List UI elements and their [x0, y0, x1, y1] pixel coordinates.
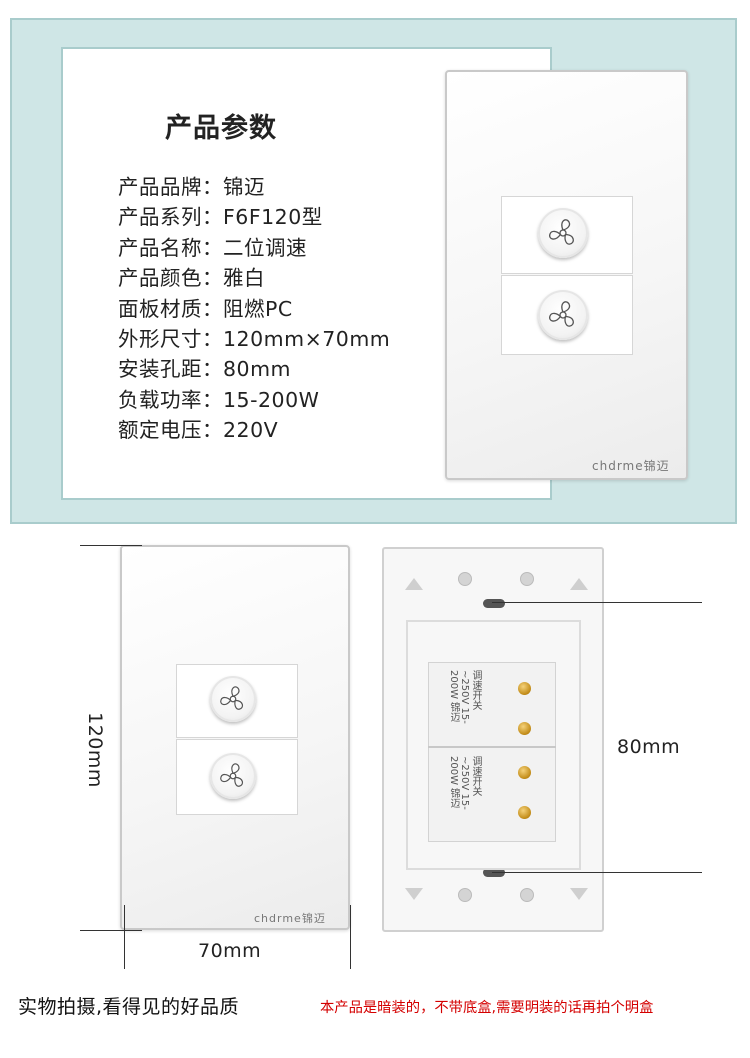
screw-slot-top — [483, 599, 505, 608]
height-dimension: 120mm — [83, 712, 106, 788]
dimmer-mechanism — [428, 662, 556, 842]
hole-spacing-dimension: 80mm — [617, 736, 681, 758]
brand-logo: chdrme锦迈 — [592, 459, 670, 473]
spec-list: 产品品牌：锦迈 产品系列：F6F120型 产品名称：二位调速 产品颜色：雅白 面… — [118, 172, 390, 446]
spec-brand: 产品品牌：锦迈 — [118, 175, 265, 199]
terminal-screw — [518, 806, 531, 819]
terminal-screw — [518, 682, 531, 695]
fan-icon — [538, 208, 588, 258]
spec-title: 产品参数 — [165, 113, 277, 144]
spec-name: 产品名称：二位调速 — [118, 235, 307, 260]
install-note: 本产品是暗装的，不带底盒,需要明装的话再拍个明盒 — [320, 1000, 654, 1016]
mechanism-divider — [428, 746, 556, 748]
mechanism-label-top: 调速开关 ~250V 15-200W 锦迈 — [448, 670, 481, 724]
mount-tab — [405, 578, 423, 590]
dim-line-top — [80, 545, 142, 546]
dim-line-left — [124, 905, 125, 969]
photo-caption: 实物拍摄,看得见的好品质 — [18, 996, 240, 1018]
hole-line-bottom — [492, 872, 702, 873]
spec-size: 外形尺寸：120mm×70mm — [118, 326, 391, 351]
spec-load: 负载功率：15-200W — [118, 387, 320, 412]
mount-tab — [570, 888, 588, 900]
brand-logo: chdrme锦迈 — [254, 912, 326, 925]
terminal-screw — [518, 766, 531, 779]
width-dimension: 70mm — [198, 940, 262, 962]
back-inner-frame — [406, 620, 581, 870]
fan-icon — [210, 753, 256, 799]
spec-voltage: 额定电压：220V — [118, 418, 279, 443]
mount-hole — [458, 572, 472, 586]
hole-line-top — [492, 602, 702, 603]
dim-line-right — [350, 905, 351, 969]
mount-hole — [458, 888, 472, 902]
dim-line-bottom — [80, 930, 142, 931]
terminal-screw — [518, 722, 531, 735]
spec-color: 产品颜色：雅白 — [118, 266, 265, 291]
mount-hole — [520, 572, 534, 586]
mount-tab — [405, 888, 423, 900]
mount-hole — [520, 888, 534, 902]
mount-tab — [570, 578, 588, 590]
fan-icon — [210, 676, 256, 722]
spec-hole-spacing: 安装孔距：80mm — [118, 357, 292, 382]
spec-material: 面板材质：阻燃PC — [118, 296, 293, 321]
fan-icon — [538, 290, 588, 340]
mechanism-label-bottom: 调速开关 ~250V 15-200W 锦迈 — [448, 756, 481, 810]
spec-series: 产品系列：F6F120型 — [118, 205, 323, 230]
